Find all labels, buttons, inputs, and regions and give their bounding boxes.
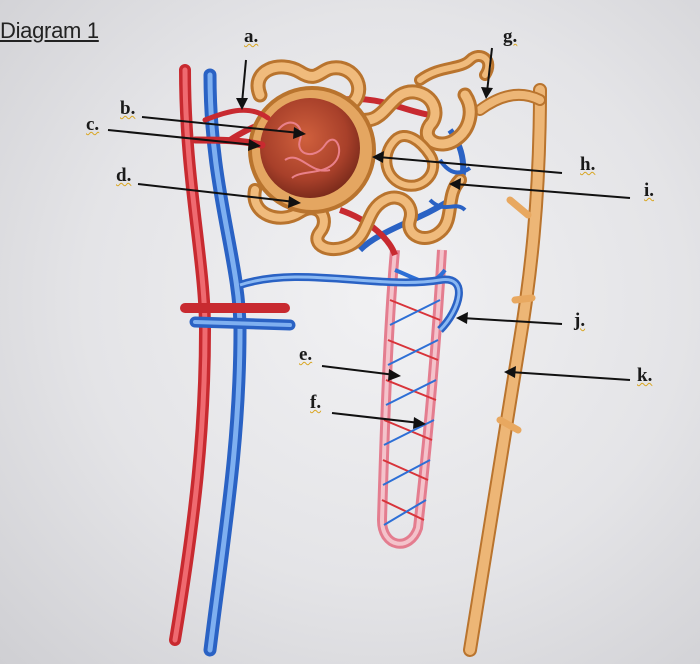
label-j: j. (574, 310, 586, 331)
arrow-e (321, 365, 396, 376)
label-c: c. (86, 114, 100, 135)
arrow-a (241, 59, 247, 104)
arrow-d (137, 183, 296, 203)
label-g: g. (503, 26, 518, 47)
bowmans-capsule (248, 86, 376, 214)
arrow-k (509, 371, 631, 381)
label-k: k. (637, 365, 653, 386)
label-f: f. (310, 392, 322, 413)
proximal-convoluted-tubule (250, 59, 478, 152)
label-e: e. (299, 344, 313, 365)
glomerulus (260, 98, 360, 198)
loop-of-henle (376, 249, 447, 549)
arrow-f (331, 412, 421, 424)
label-b: b. (120, 98, 136, 119)
arrow-j (461, 317, 563, 325)
arrow-c (107, 129, 256, 146)
label-d: d. (116, 165, 132, 186)
label-i: i. (644, 180, 655, 201)
diagram-title: Diagram 1 (0, 18, 99, 43)
arrow-b (141, 116, 301, 134)
label-a: a. (244, 26, 259, 47)
leader-arrows (107, 47, 631, 429)
label-h: h. (580, 154, 596, 175)
arrow-h (377, 156, 563, 174)
arrow-i (454, 183, 631, 199)
